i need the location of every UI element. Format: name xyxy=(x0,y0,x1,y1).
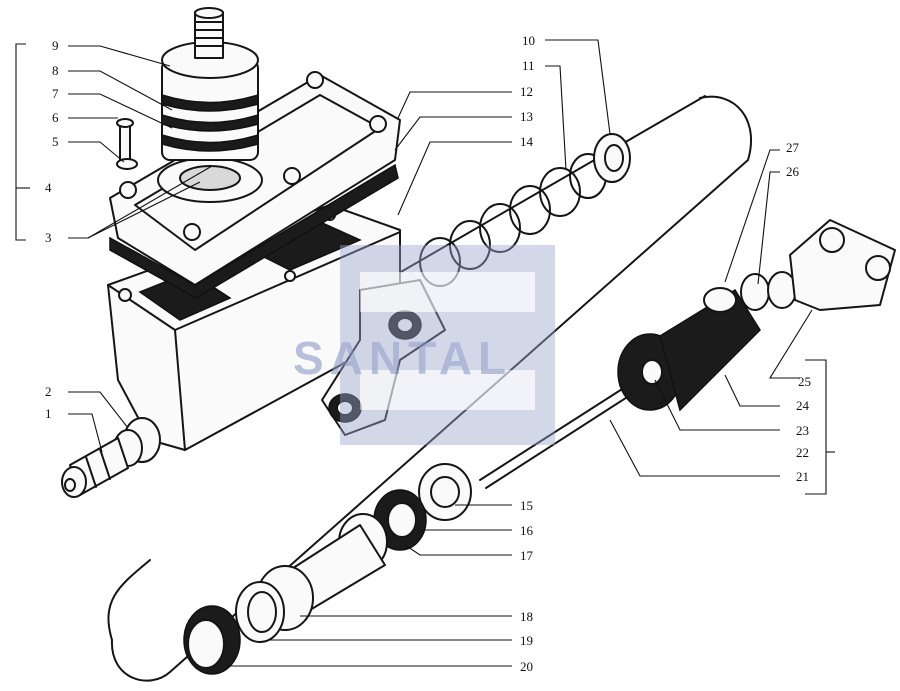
callout-labels: 9 8 7 6 5 4 3 2 1 10 11 12 13 14 15 16 1… xyxy=(45,33,811,674)
callout-9: 9 xyxy=(52,38,59,53)
callout-10: 10 xyxy=(522,33,535,48)
callout-8: 8 xyxy=(52,63,59,78)
watermark-logo: SANTAL xyxy=(293,245,555,445)
callout-19: 19 xyxy=(520,633,533,648)
callout-18: 18 xyxy=(520,609,533,624)
callout-17: 17 xyxy=(520,548,534,563)
callout-14: 14 xyxy=(520,134,534,149)
callout-20: 20 xyxy=(520,659,533,674)
callout-11: 11 xyxy=(522,58,535,73)
callout-16: 16 xyxy=(520,523,534,538)
callout-15: 15 xyxy=(520,498,533,513)
callout-23: 23 xyxy=(796,423,809,438)
watermark-text: SANTAL xyxy=(293,332,512,384)
callout-21: 21 xyxy=(796,469,809,484)
callout-5: 5 xyxy=(52,134,59,149)
return-spring xyxy=(419,153,607,287)
push-rod-assembly xyxy=(479,219,896,489)
callout-4: 4 xyxy=(45,180,52,195)
callout-7: 7 xyxy=(52,86,59,101)
callout-1: 1 xyxy=(45,406,52,421)
piston-group xyxy=(183,463,472,675)
bolt-and-washer xyxy=(116,118,138,170)
outlet-fitting xyxy=(61,417,161,498)
callout-3: 3 xyxy=(45,230,52,245)
callout-22: 22 xyxy=(796,445,809,460)
callout-6: 6 xyxy=(52,110,59,125)
callout-24: 24 xyxy=(796,398,810,413)
callout-2: 2 xyxy=(45,384,52,399)
spring-seat-ring xyxy=(593,133,631,183)
callout-26: 26 xyxy=(786,164,800,179)
callout-12: 12 xyxy=(520,84,533,99)
callout-13: 13 xyxy=(520,109,533,124)
leader-lines xyxy=(15,39,835,667)
callout-25: 25 xyxy=(798,374,811,389)
callout-27: 27 xyxy=(786,140,800,155)
reservoir-cap xyxy=(157,7,263,203)
